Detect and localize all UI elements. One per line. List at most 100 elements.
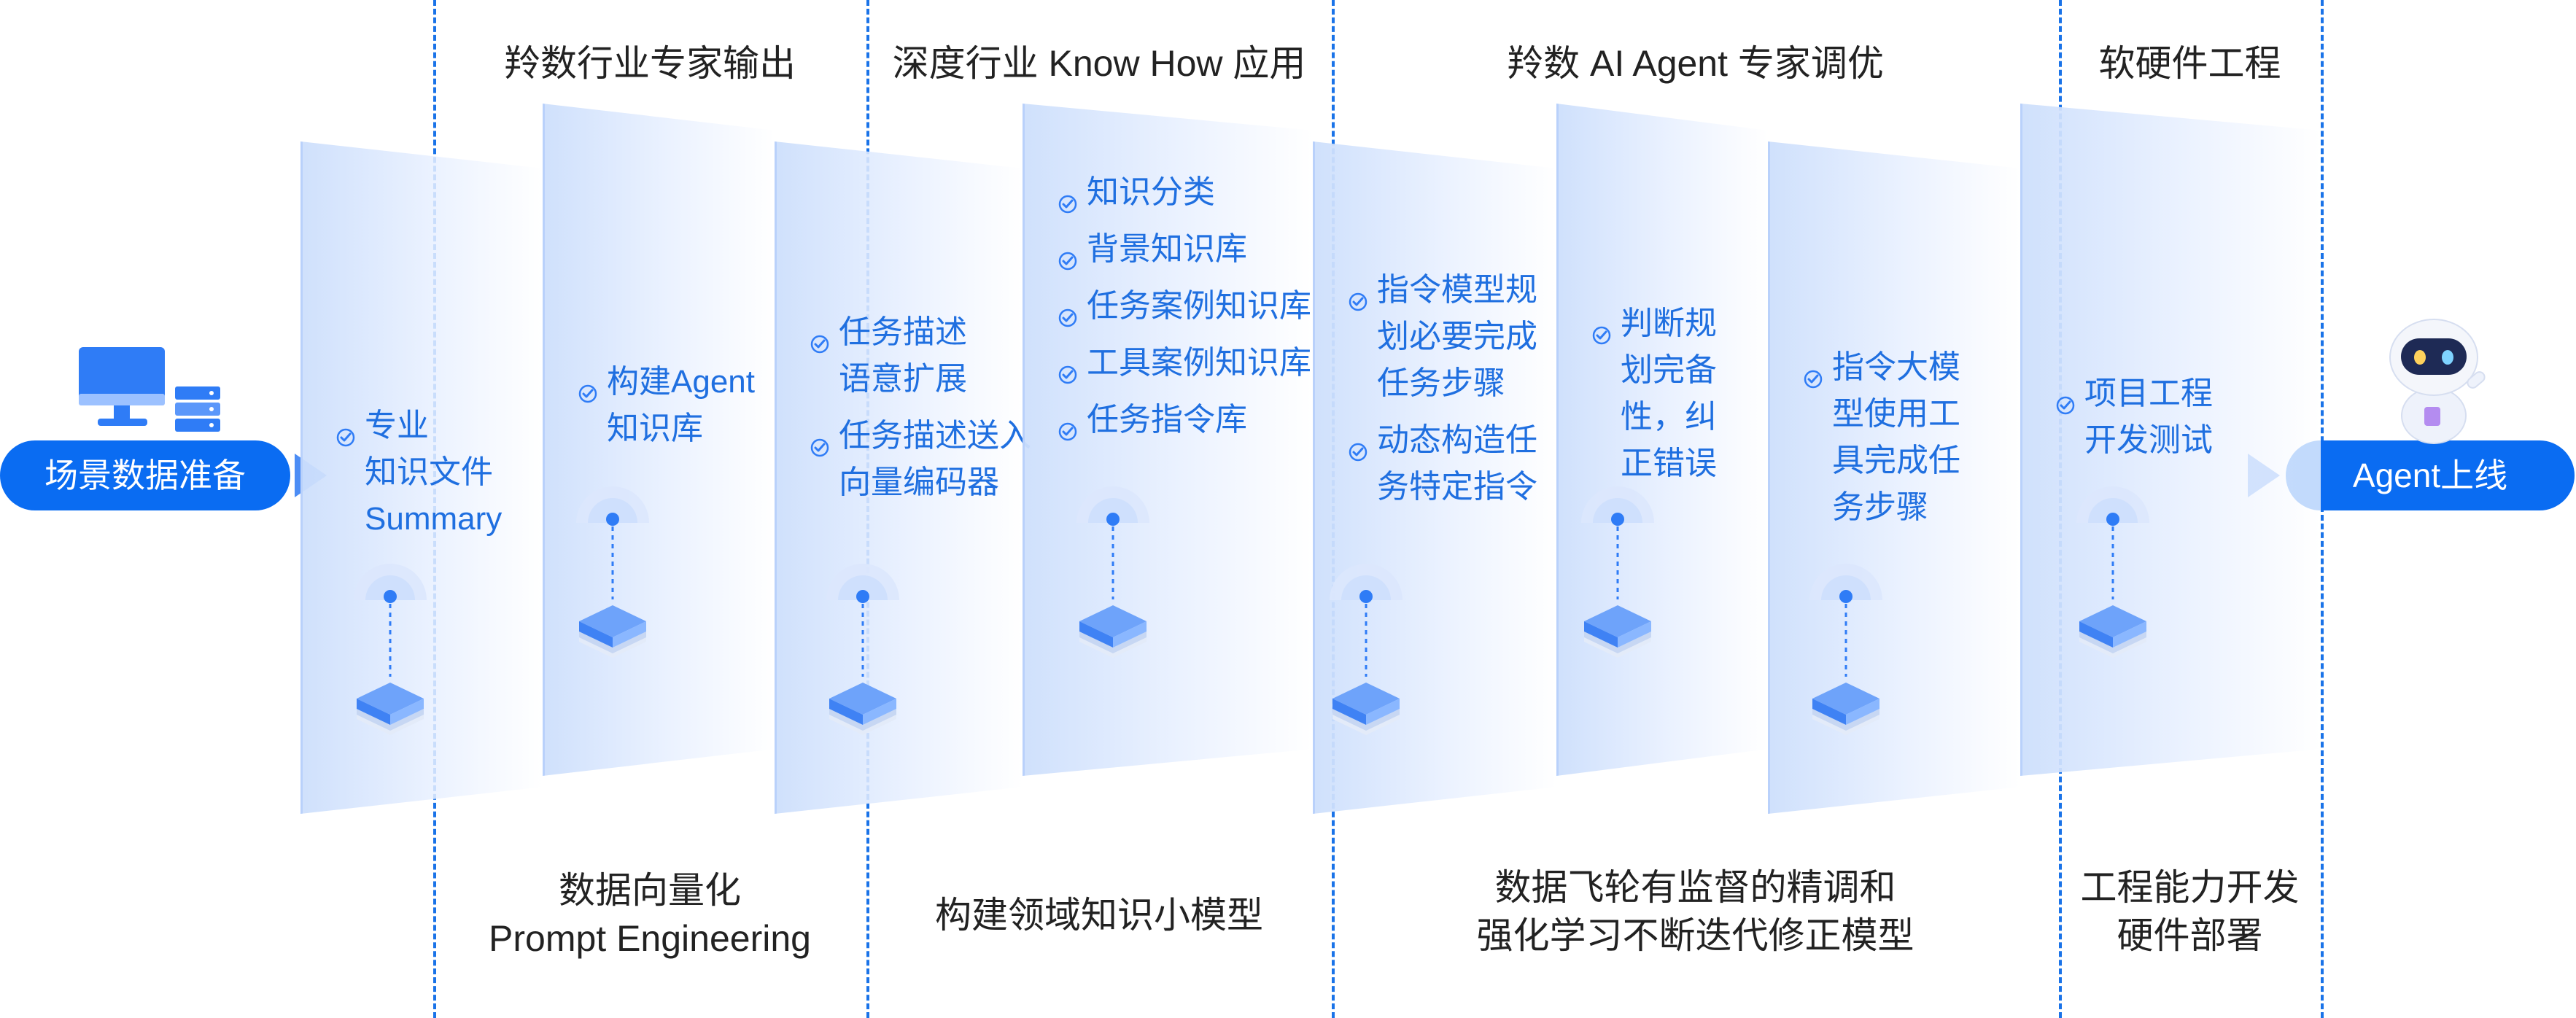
panel-item-line: 务特定指令 (1377, 469, 1537, 505)
stage-panel: 项目工程开发测试 (2020, 104, 2321, 776)
column-footer: 工程能力开发硬件部署 (2080, 867, 2300, 956)
column-header: 软硬件工程 (2098, 43, 2281, 84)
panel-item-line: 具完成任 (1832, 443, 1960, 478)
panel-item-text: 任务案例知识库 (1087, 283, 1311, 330)
panel-sheet (1768, 141, 2020, 814)
panel-item-text: 背景知识库 (1087, 226, 1303, 273)
panel-item: 构建Agent 知识库 (578, 359, 764, 452)
panel-item: 判断规划完备性，纠正错误 (1591, 300, 1758, 487)
panel-sheet (543, 104, 775, 776)
panel-item: 知识分类 (1058, 169, 1303, 216)
column-header: 羚数行业专家输出 (504, 43, 796, 84)
panel-item-line: 任务描述送入 (839, 418, 1031, 454)
panel-item: 指令大模型使用工具完成任务步骤 (1803, 344, 2010, 531)
check-circle-icon (2055, 382, 2076, 415)
panel-item-line: 开发测试 (2084, 422, 2213, 458)
check-circle-icon (1348, 279, 1368, 311)
panel-item-line: 语意扩展 (839, 361, 967, 397)
panel-item-line: 向量编码器 (839, 465, 999, 500)
panel-item-line: 划必要完成 (1377, 319, 1537, 354)
panel-item-line: 指令大模 (1832, 349, 1960, 385)
panel-item-line: 务步骤 (1832, 489, 1928, 525)
panel-item-line: 项目工程 (2084, 376, 2213, 411)
panel-item-line: 知识文件 (365, 454, 493, 490)
check-circle-icon (1058, 295, 1078, 327)
panel-item: 工具案例知识库 (1058, 340, 1311, 386)
vector-node-icon (346, 560, 434, 742)
check-circle-icon (1058, 181, 1078, 214)
panel-item-text: 工具案例知识库 (1087, 340, 1311, 386)
panel-item-text: 任务指令库 (1087, 397, 1303, 443)
column-footer: 数据飞轮有监督的精调和强化学习不断迭代修正模型 (1476, 867, 1914, 956)
check-circle-icon (1591, 312, 1612, 345)
panel-item-line: 指令模型规 (1377, 272, 1537, 308)
check-circle-icon (1058, 238, 1078, 271)
computer-server-icon (79, 347, 220, 432)
stage-panel: 任务描述语意扩展任务描述送入向量编码器 (775, 141, 1031, 814)
panel-item-line: 知识分类 (1087, 174, 1215, 210)
panel-item-line: 工具案例知识库 (1087, 345, 1311, 381)
check-circle-icon (578, 370, 598, 403)
panel-item-text: 判断规划完备性，纠正错误 (1621, 300, 1758, 487)
panel-item-list: 任务描述语意扩展任务描述送入向量编码器 (810, 309, 1031, 516)
vector-node-icon (569, 483, 656, 665)
panel-item: 项目工程开发测试 (2055, 370, 2311, 464)
panel-sheet (2020, 104, 2321, 776)
panel-item: 任务指令库 (1058, 397, 1303, 443)
panel-item-line: 动态构造任 (1377, 422, 1537, 458)
panel-item-line: 任务指令库 (1087, 402, 1247, 438)
panel-item-text: 任务描述语意扩展 (839, 309, 1012, 403)
panel-item-text: 构建Agent 知识库 (607, 359, 764, 452)
panel-item-text: 动态构造任务特定指令 (1377, 417, 1546, 510)
panel-item-line: 判断规 (1621, 306, 1717, 341)
stage-panel: 构建Agent 知识库 (543, 104, 775, 776)
check-circle-icon (810, 321, 830, 354)
check-circle-icon (1058, 351, 1078, 384)
panel-item: 背景知识库 (1058, 226, 1303, 273)
vector-node-icon (1069, 483, 1157, 665)
check-circle-icon (810, 424, 830, 457)
panel-sheet (775, 141, 1023, 814)
panel-item: 任务描述送入向量编码器 (810, 413, 1031, 506)
check-circle-icon (1058, 408, 1078, 441)
vector-node-icon (1322, 560, 1410, 742)
panel-item-text: 指令大模型使用工具完成任务步骤 (1832, 344, 2010, 531)
panel-item: 指令模型规划必要完成任务步骤 (1348, 267, 1546, 407)
panel-item-text: 任务描述送入向量编码器 (839, 413, 1031, 506)
panel-item-list: 项目工程开发测试 (2055, 370, 2311, 474)
panel-item: 任务案例知识库 (1058, 283, 1311, 330)
panel-item-line: 任务案例知识库 (1087, 288, 1311, 324)
check-circle-icon (1803, 356, 1823, 389)
vector-node-icon (1802, 560, 1890, 742)
column-header: 羚数 AI Agent 专家调优 (1507, 43, 1884, 84)
panel-item-text: 项目工程开发测试 (2084, 370, 2311, 464)
panel-item-text: 知识分类 (1087, 169, 1303, 216)
panel-item-list: 指令大模型使用工具完成任务步骤 (1803, 344, 2010, 541)
panel-item-text: 指令模型规划必要完成任务步骤 (1377, 267, 1546, 407)
column-footer: 构建领域知识小模型 (935, 895, 1263, 936)
panel-sheet (1556, 104, 1768, 776)
end-pill: Agent上线 (2286, 440, 2575, 510)
stage-panel: 指令模型规划必要完成任务步骤动态构造任务特定指令 (1313, 141, 1556, 814)
check-circle-icon (1348, 429, 1368, 462)
vector-node-icon (2069, 483, 2157, 665)
panel-item-line: 专业 (365, 408, 429, 443)
panel-item-list: 知识分类背景知识库任务案例知识库工具案例知识库任务指令库 (1058, 169, 1311, 454)
check-circle-icon (335, 414, 356, 447)
stage-panel: 知识分类背景知识库任务案例知识库工具案例知识库任务指令库 (1023, 104, 1313, 776)
panel-item: 动态构造任务特定指令 (1348, 417, 1546, 510)
stage-panel: 判断规划完备性，纠正错误 (1556, 104, 1768, 776)
panel-item-line: 正错误 (1621, 446, 1717, 481)
panel-item-list: 判断规划完备性，纠正错误 (1591, 300, 1758, 497)
panel-item-line: 背景知识库 (1087, 231, 1247, 267)
panel-item-line: 构建Agent (607, 364, 755, 400)
panel-item-line: 知识库 (607, 411, 703, 446)
panel-item-line: 任务描述 (839, 314, 967, 350)
vector-node-icon (1574, 483, 1661, 665)
start-pill: 场景数据准备 (0, 440, 290, 510)
